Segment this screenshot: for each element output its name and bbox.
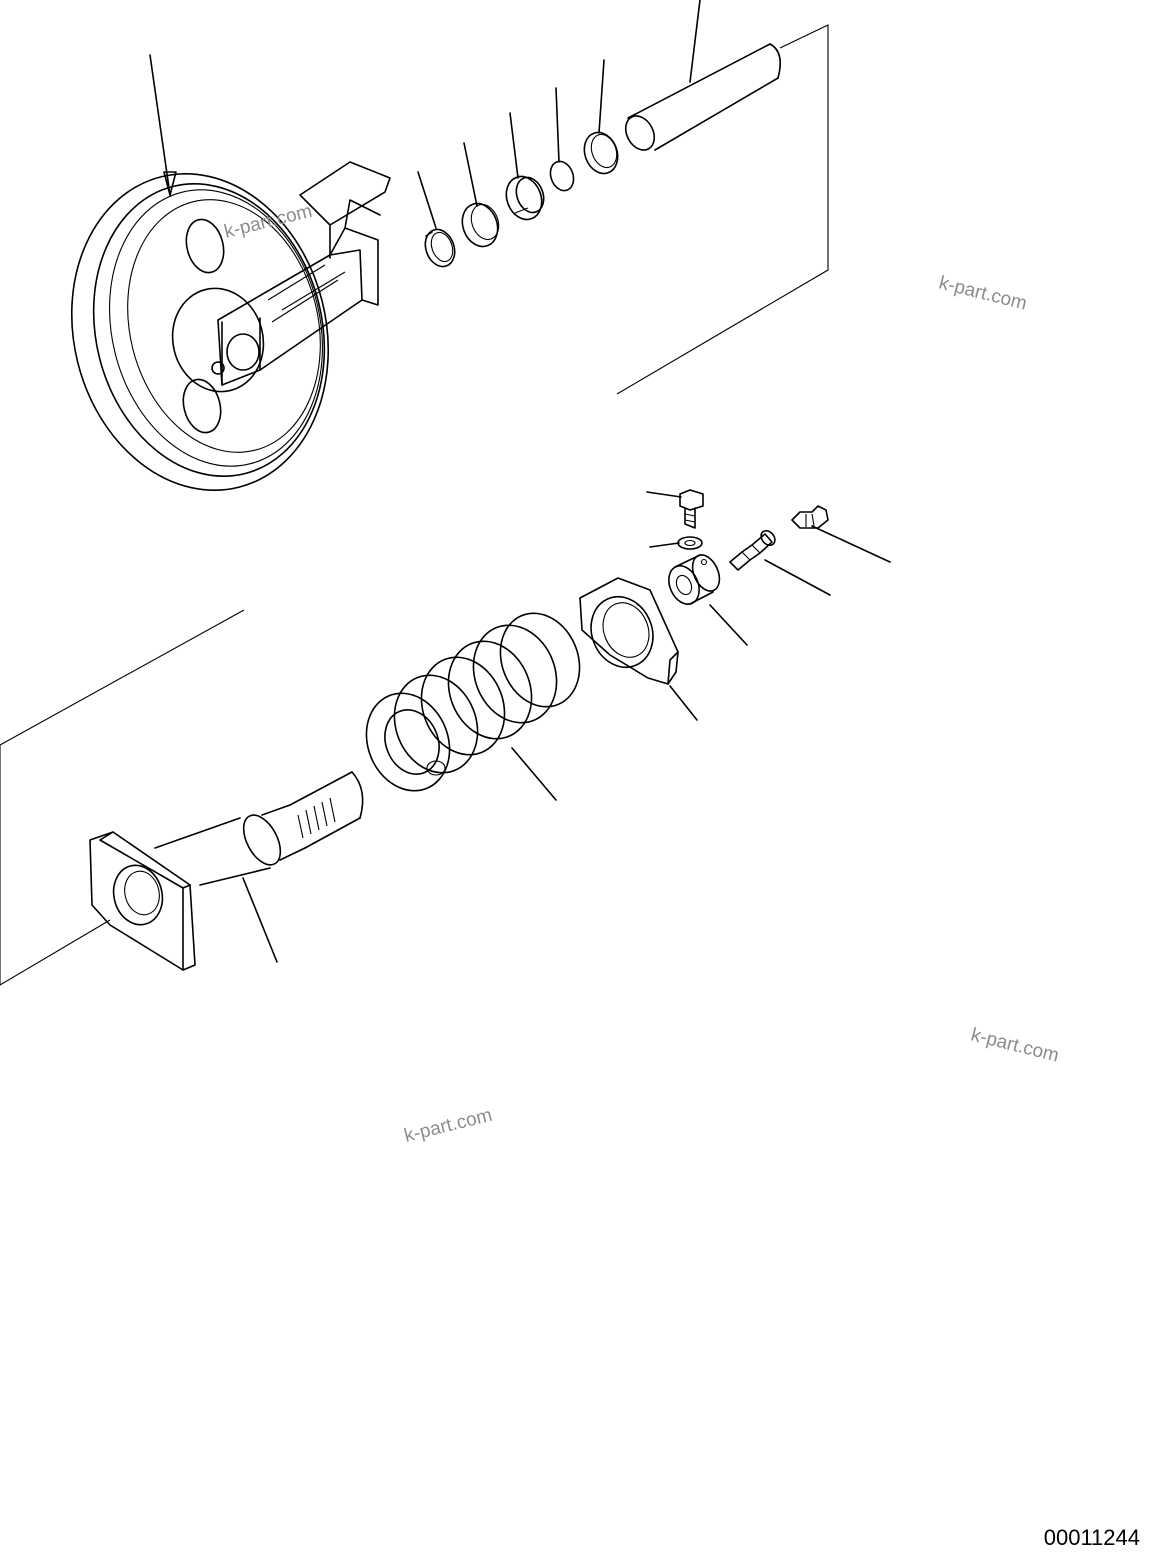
seal-ring[interactable] <box>579 128 623 178</box>
watermark: k-part.com <box>969 1024 1061 1066</box>
cylinder-rod[interactable] <box>89 771 364 971</box>
upper-leader-lines <box>149 0 701 229</box>
watermark: k-part.com <box>402 1105 494 1147</box>
watermark: k-part.com <box>937 272 1029 314</box>
lower-leader-lines <box>242 491 891 963</box>
idler-assembly[interactable] <box>39 146 391 517</box>
elbow-grease-fitting[interactable] <box>791 505 829 529</box>
o-ring[interactable] <box>547 158 578 194</box>
nut[interactable] <box>663 551 725 609</box>
snap-ring[interactable] <box>420 225 459 270</box>
bushing[interactable] <box>501 172 549 225</box>
upper-explode-axis <box>616 24 829 395</box>
watermark: k-part.com <box>222 201 314 243</box>
recoil-spring[interactable] <box>352 601 593 803</box>
drawing-number: 00011244 <box>1044 1525 1140 1550</box>
straight-grease-fitting[interactable] <box>729 528 778 571</box>
bolt[interactable] <box>679 489 704 529</box>
washer[interactable] <box>677 536 703 550</box>
spring-seat[interactable] <box>579 577 679 685</box>
lower-explode-axis <box>0 609 245 986</box>
collar[interactable] <box>457 199 504 252</box>
idler-shaft[interactable] <box>620 43 781 155</box>
